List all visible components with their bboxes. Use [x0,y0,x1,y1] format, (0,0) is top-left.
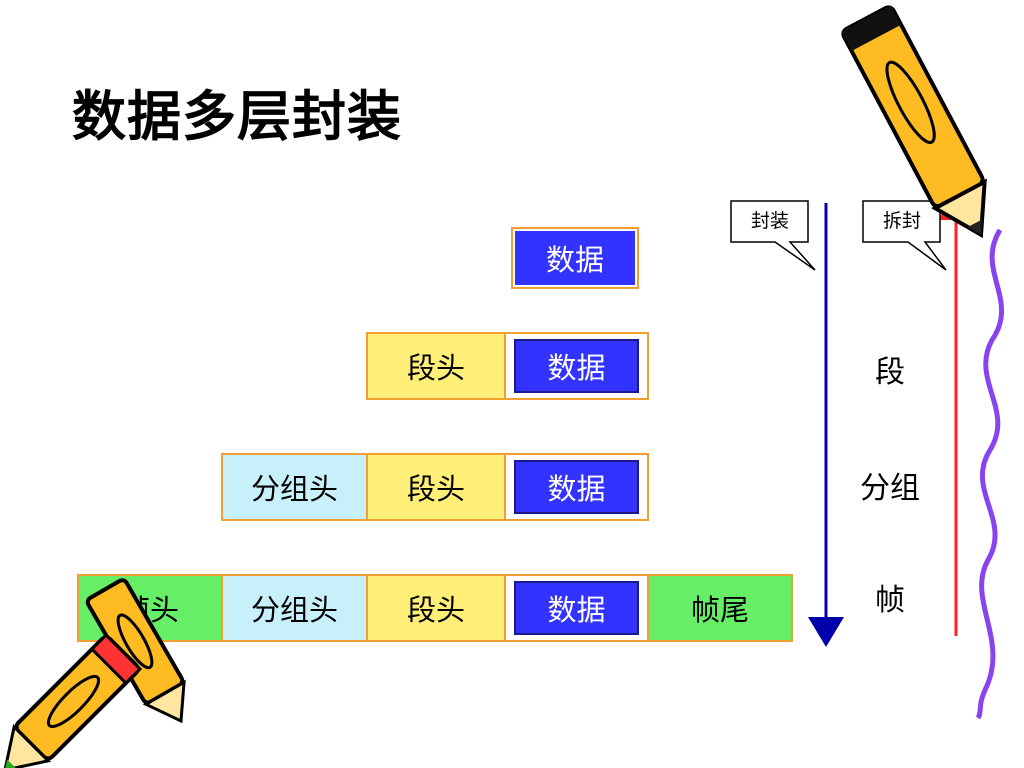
row1-data-cell: 数据 [511,227,639,289]
row1-data-label: 数据 [515,231,635,285]
page-title: 数据多层封装 [72,85,402,148]
row2-segment-header: 段头 [366,332,506,400]
row4-data-label: 数据 [514,581,639,635]
pencils-icon [2,578,186,768]
encapsulate-callout-label: 封装 [750,210,789,232]
row3-data-label: 数据 [514,460,639,514]
pencil-icon [841,5,987,239]
encapsulate-callout-bubble [730,200,816,271]
row3-packet-header: 分组头 [221,453,368,521]
row3-segment-header: 段头 [366,453,506,521]
decapsulate-callout-label: 拆封 [882,210,921,232]
layer-label-packet: 分组 [860,471,920,506]
row4-frame-trailer: 帧尾 [647,574,793,642]
wavy-line-decoration [975,228,1004,720]
row4-packet-header: 分组头 [221,574,368,642]
row2-data-label: 数据 [514,339,639,393]
layer-label-frame: 帧 [875,583,905,618]
row3-data-cell: 数据 [504,453,649,521]
row2-data-cell: 数据 [504,332,649,400]
layer-label-segment: 段 [875,355,905,390]
